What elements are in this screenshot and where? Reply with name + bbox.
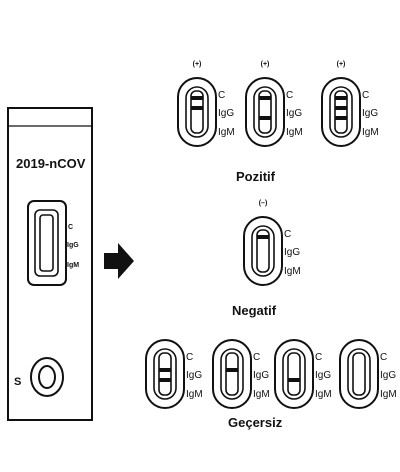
strip-label-igm: IgM <box>284 266 301 277</box>
strip-label-igg: IgG <box>218 108 234 119</box>
result-strip: (+) C IgG IgM <box>177 61 235 147</box>
strip-window <box>158 352 172 396</box>
result-sign: (+) <box>193 61 202 68</box>
result-strip: C IgG IgM <box>274 339 332 409</box>
result-sign: (–) <box>259 200 268 207</box>
strip-label-igg: IgG <box>284 247 300 258</box>
test-line-c <box>191 96 203 100</box>
result-strip: C IgG IgM <box>212 339 270 409</box>
result-strip: C IgG IgM <box>339 339 397 409</box>
strip-label-igg: IgG <box>253 370 269 381</box>
strip-label-igg: IgG <box>286 108 302 119</box>
arrow-right-icon <box>104 243 134 279</box>
test-line-c <box>335 96 347 100</box>
strip-window <box>258 90 272 134</box>
caption-gecersiz: Geçersiz <box>228 415 283 430</box>
strip-label-c: C <box>284 229 291 240</box>
result-strip: (+) C IgG IgM <box>321 61 379 147</box>
cassette-sample-label: S <box>14 376 21 388</box>
strip-label-c: C <box>286 90 293 101</box>
test-line-igg <box>191 106 203 110</box>
result-strips: (+) C IgG IgM (+) C IgG IgM (+) C IgG IgM (–) C IgG IgM… <box>145 61 397 409</box>
strip-label-igm: IgM <box>315 389 332 400</box>
strip-window <box>256 229 270 273</box>
strip-label-c: C <box>186 352 193 363</box>
test-line-igg <box>226 368 238 372</box>
strip-label-c: C <box>315 352 322 363</box>
strip-label-igg: IgG <box>362 108 378 119</box>
strip-label-igm: IgM <box>186 389 203 400</box>
strip-label-igm: IgM <box>362 127 379 138</box>
cassette-window-slot <box>39 214 54 272</box>
strip-label-c: C <box>253 352 260 363</box>
strip-window <box>190 90 204 134</box>
strip-label-igm: IgM <box>218 127 235 138</box>
strip-label-igm: IgM <box>286 127 303 138</box>
strip-window <box>352 352 366 396</box>
strip-label-c: C <box>362 90 369 101</box>
test-line-c <box>259 96 271 100</box>
strip-label-igg: IgG <box>186 370 202 381</box>
strip-window <box>225 352 239 396</box>
strip-label-c: C <box>218 90 225 101</box>
result-sign: (+) <box>261 61 270 68</box>
test-line-igm <box>335 116 347 120</box>
test-cassette: 2019-nCOV C IgG IgM S <box>7 107 93 421</box>
test-line-igg <box>159 368 171 372</box>
result-sign: (+) <box>337 61 346 68</box>
test-line-igm <box>159 378 171 382</box>
sample-well-inner <box>38 365 56 389</box>
cassette-label-c: C <box>68 224 73 231</box>
strip-label-igm: IgM <box>253 389 270 400</box>
strip-window <box>287 352 301 396</box>
result-strip: (–) C IgG IgM <box>243 200 301 286</box>
strip-window <box>334 90 348 134</box>
test-line-c <box>257 235 269 239</box>
strip-label-igg: IgG <box>380 370 396 381</box>
test-line-igm <box>288 378 300 382</box>
cassette-label-igg: IgG <box>67 242 79 249</box>
result-strip: C IgG IgM <box>145 339 203 409</box>
result-strip: (+) C IgG IgM <box>245 61 303 147</box>
test-line-igm <box>259 116 271 120</box>
test-line-igg <box>335 106 347 110</box>
cassette-label-igm: IgM <box>67 262 79 269</box>
cassette-title: 2019-nCOV <box>16 156 86 171</box>
caption-negatif: Negatif <box>232 303 277 318</box>
strip-label-igm: IgM <box>380 389 397 400</box>
strip-label-igg: IgG <box>315 370 331 381</box>
caption-pozitif: Pozitif <box>236 169 276 184</box>
strip-label-c: C <box>380 352 387 363</box>
